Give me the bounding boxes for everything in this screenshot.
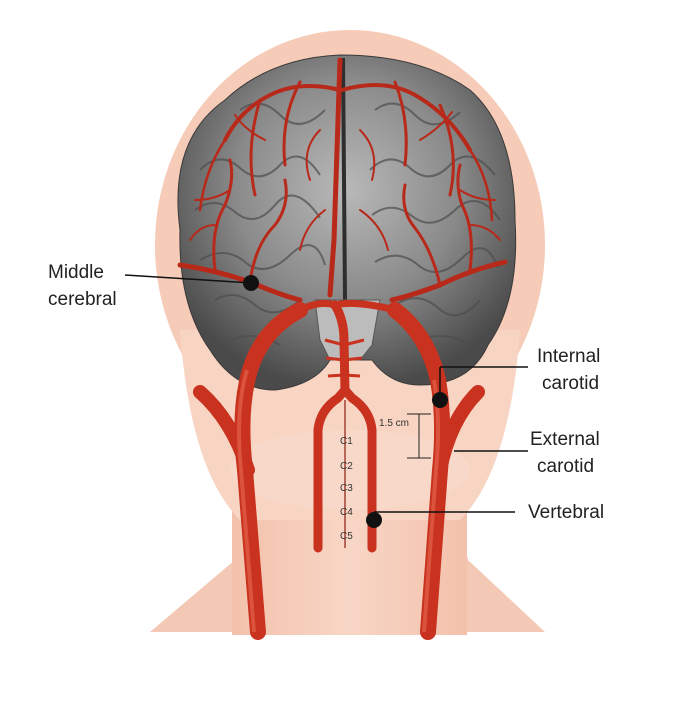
label-external-carotid-line1: External — [530, 426, 600, 453]
label-vertebra-c5: C5 — [340, 531, 353, 543]
label-internal-carotid-line2: carotid — [537, 370, 600, 397]
label-vertebral: Vertebral — [528, 499, 604, 526]
label-external-carotid-line2: carotid — [530, 453, 600, 480]
label-middle-cerebral-line1: Middle — [48, 259, 117, 286]
label-vertebra-c2: C2 — [340, 461, 353, 473]
label-internal-carotid: Internal carotid — [537, 343, 600, 397]
label-middle-cerebral-line2: cerebral — [48, 286, 117, 313]
label-vertebra-c4: C4 — [340, 507, 353, 519]
dot-middle-cerebral — [243, 275, 259, 291]
label-internal-carotid-line1: Internal — [537, 343, 600, 370]
label-vertebra-c1: C1 — [340, 436, 353, 448]
label-vertebra-c3: C3 — [340, 483, 353, 495]
label-middle-cerebral: Middle cerebral — [48, 259, 117, 313]
longitudinal-fissure — [343, 58, 345, 300]
label-external-carotid: External carotid — [530, 426, 600, 480]
label-measurement: 1.5 cm — [379, 418, 409, 430]
dot-vertebral — [366, 512, 382, 528]
dot-internal-carotid — [432, 392, 448, 408]
